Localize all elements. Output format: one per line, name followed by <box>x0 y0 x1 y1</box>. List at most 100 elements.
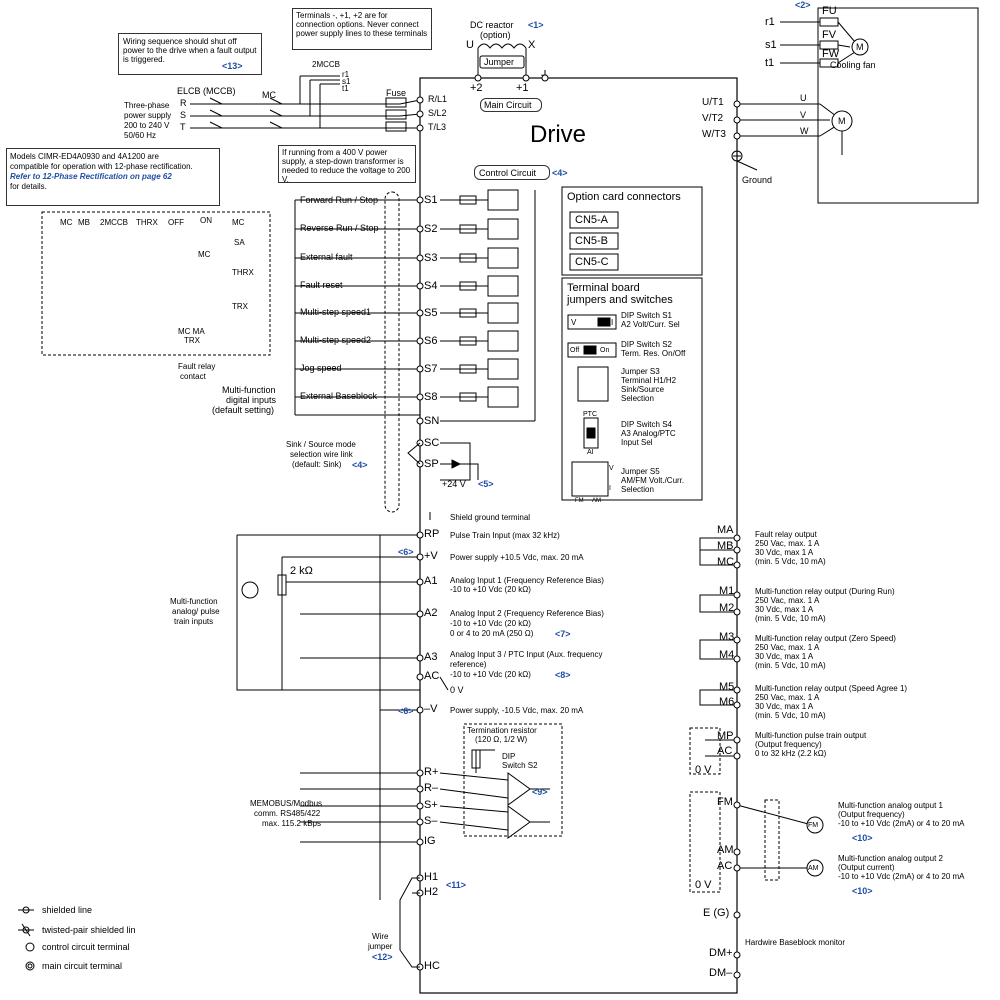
seq-mc: MC <box>60 218 73 227</box>
terminal-r-minus: R– <box>424 782 439 794</box>
analog-out2-l1: (Output current) <box>838 863 895 872</box>
dc-reactor-label: DC reactor <box>470 20 514 30</box>
terminal-plus2: +2 <box>470 82 483 94</box>
dip-s4-desc-1: A3 Analog/PTC <box>621 429 676 438</box>
rp-desc: Pulse Train Input (max 32 kHz) <box>450 531 560 540</box>
terminal-m1: M1 <box>719 585 735 597</box>
jumper-s5-am: AM <box>592 498 601 504</box>
terminal-s5: S5 <box>424 307 438 319</box>
terminals-note: Terminals -, +1, +2 are for connection o… <box>296 11 428 38</box>
plus24-ref: <5> <box>478 479 494 489</box>
terminal-a3: A3 <box>424 651 438 663</box>
relay-zero-l3: (min. 5 Vdc, 10 mA) <box>755 661 826 670</box>
motor-w: W <box>800 126 809 136</box>
cooling-m: M <box>856 42 864 52</box>
monitor-label: Hardwire Baseblock monitor <box>745 938 846 947</box>
sequence-circuit-box <box>41 211 271 356</box>
pulse-output-title: Multi-function pulse train output <box>755 731 867 740</box>
fault-relay-title: Fault relay output <box>755 530 817 539</box>
dc-reactor-option: (option) <box>480 30 511 40</box>
terminal-sl2: S/L2 <box>428 108 447 118</box>
cooling-s1: s1 <box>765 39 777 51</box>
seq-mccb2: 2MCCB <box>100 218 129 227</box>
comm-label-2: comm. RS485/422 <box>254 809 321 818</box>
cooling-fw: FW <box>822 48 840 60</box>
analog-group-3: train inputs <box>174 617 214 626</box>
cooling-fv: FV <box>822 29 837 41</box>
dip-s1-v: V <box>571 318 577 327</box>
cooling-fan-box <box>817 7 979 204</box>
seq-trx2: TRX <box>184 336 200 345</box>
fan-s1: s1 <box>342 77 351 86</box>
a3-desc-2: reference) <box>450 660 487 669</box>
fault-relay-l3: (min. 5 Vdc, 10 mA) <box>755 557 826 566</box>
dc-jumper-label: Jumper <box>484 57 515 67</box>
di-label-3: External fault <box>300 252 353 262</box>
models-note-box: Models CIMR-ED4A0930 and 4A1200 are comp… <box>6 148 220 206</box>
dip-s4-ai: AI <box>587 449 594 456</box>
control-circuit-box: Control Circuit <box>474 165 550 180</box>
di-label-6: Multi-step speed2 <box>300 335 372 345</box>
fan-t1: t1 <box>342 84 349 93</box>
terminal-board-title-1: Terminal board <box>567 282 640 294</box>
relay-run-l3: (min. 5 Vdc, 10 mA) <box>755 614 826 623</box>
seq-off: OFF <box>168 218 184 227</box>
dc-reactor-u: U <box>466 39 474 51</box>
terminal-m3: M3 <box>719 631 735 643</box>
terminal-ma: MA <box>717 524 734 536</box>
jumper-s5-desc-1: AM/FM Volt./Curr. <box>621 476 685 485</box>
terminal-s1: S1 <box>424 194 438 206</box>
terminal-h1: H1 <box>424 871 439 883</box>
terminal-sc: SC <box>424 437 440 449</box>
phase-r: R <box>180 98 187 108</box>
step-down-box: If running from a 400 V power supply, a … <box>278 145 416 184</box>
terminal-fm: FM <box>717 796 733 808</box>
analog-out2-l2: -10 to +10 Vdc (2mA) or 4 to 20 mA <box>838 872 965 881</box>
terminal-m4: M4 <box>719 649 735 661</box>
dc-reactor-ref: <1> <box>528 20 544 30</box>
a2-desc-2: -10 to +10 Vdc (20 kΩ) <box>450 619 531 628</box>
supply-desc-1: Three-phase <box>124 101 170 110</box>
terminal-s8: S8 <box>424 391 438 403</box>
resistor-label: 2 kΩ <box>290 565 313 577</box>
dip-s2-name: DIP Switch S2 <box>621 340 672 349</box>
sink-source-2: selection wire link <box>290 450 353 459</box>
plus24-label: +24 V <box>442 479 466 489</box>
term-res-1: Termination resistor <box>467 726 537 735</box>
terminal-s2: S2 <box>424 223 438 235</box>
dip-s1-desc: A2 Volt/Curr. Sel <box>621 320 680 329</box>
legend-main-terminal: main circuit terminal <box>42 961 123 971</box>
step-down-note: If running from a 400 V power supply, a … <box>282 148 411 184</box>
supply-desc-2: power supply <box>124 111 172 120</box>
terminal-mc: MC <box>717 556 735 568</box>
comm-label-3: max. 115.2 kBps <box>262 819 321 828</box>
jumper-s5-desc-2: Selection <box>621 485 654 494</box>
mccb2-label: 2MCCB <box>312 60 341 69</box>
terminal-plus-v: +V <box>424 550 438 562</box>
relay-run-l1: 250 Vac, max. 1 A <box>755 596 820 605</box>
mc-label: MC <box>262 90 276 100</box>
sink-source-3: (default: Sink) <box>292 460 342 469</box>
terminal-eg: E (G) <box>703 907 730 919</box>
di-label-4: Fault reset <box>300 280 343 290</box>
terminal-a1: A1 <box>424 575 438 587</box>
meter-fm: FM <box>808 822 819 829</box>
legend-control-terminal: control circuit terminal <box>42 942 130 952</box>
di-group-1: Multi-function <box>222 385 276 395</box>
motor-v: V <box>800 110 807 120</box>
terminal-sn: SN <box>424 415 440 427</box>
wire-jumper-2: jumper <box>368 942 393 951</box>
shield-ground-label: Shield ground terminal <box>450 513 531 522</box>
a1-desc-1: Analog Input 1 (Frequency Reference Bias… <box>450 576 604 585</box>
terminal-vt2: V/T2 <box>702 113 724 124</box>
terminal-r-plus: R+ <box>424 766 439 778</box>
cooling-fan-label: Cooling fan <box>830 60 876 70</box>
pulse-zero-v: 0 V <box>695 764 712 776</box>
analog-out1-ref: <10> <box>852 833 873 843</box>
meter-am: AM <box>808 865 819 872</box>
minus-v-desc: Power supply, -10.5 Vdc, max. 20 mA <box>450 706 584 715</box>
terminal-sp: SP <box>424 458 439 470</box>
option-card-box <box>561 186 703 276</box>
terminal-hc: HC <box>424 960 440 972</box>
dip-s2-off: Off <box>570 347 580 354</box>
